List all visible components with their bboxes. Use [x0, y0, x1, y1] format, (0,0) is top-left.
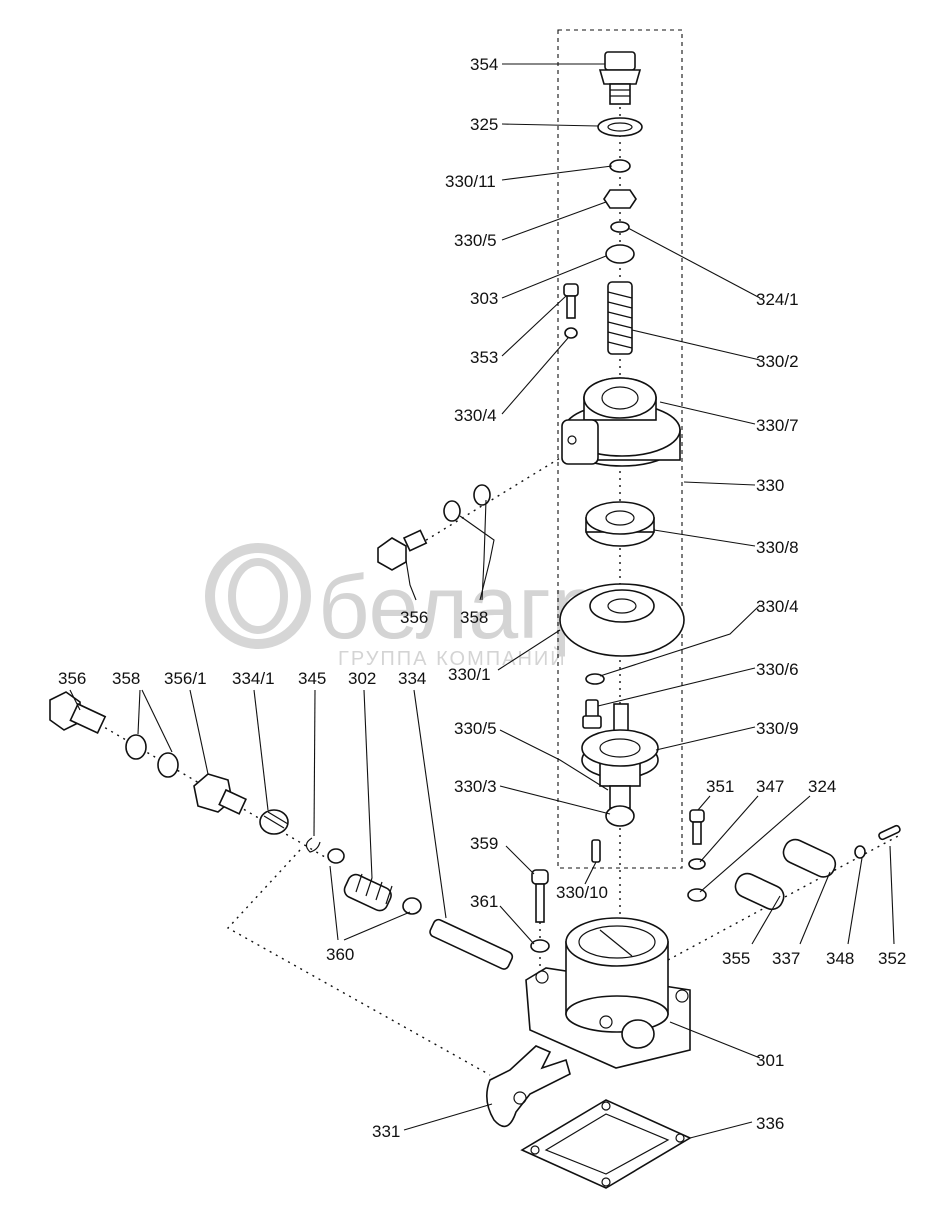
- label-303: 303: [470, 289, 498, 308]
- label-324: 324: [808, 777, 836, 796]
- part-352-screw: [878, 824, 901, 841]
- part-360-washer-a: [327, 848, 345, 864]
- label-336: 336: [756, 1114, 784, 1133]
- assembly-330-boundary: [557, 29, 683, 869]
- leader-lines: [69, 63, 895, 1139]
- part-331-lever: [486, 1045, 571, 1128]
- label-330-11: 330/11: [445, 172, 496, 191]
- watermark-logo-icon: [205, 543, 311, 649]
- label-361: 361: [470, 892, 498, 911]
- part-325-washer: [597, 117, 643, 137]
- label-354: 354: [470, 55, 498, 74]
- part-358-washer-left-b: [157, 752, 179, 778]
- part-361-washer: [530, 939, 550, 953]
- part-330-5-nut: [603, 189, 637, 209]
- part-324-washer: [687, 888, 707, 902]
- label-358-mid: 358: [460, 608, 488, 627]
- label-330-6: 330/6: [756, 660, 799, 679]
- part-354-plug: [598, 51, 642, 105]
- label-351: 351: [706, 777, 734, 796]
- part-353-screw: [563, 283, 579, 319]
- part-303-spacer: [605, 244, 635, 264]
- part-330-4-ring-right: [585, 673, 605, 685]
- label-330-5-low: 330/5: [454, 719, 497, 738]
- watermark-tagline: ГРУППА КОМПАНИЙ: [338, 646, 567, 670]
- label-324-1: 324/1: [756, 290, 799, 309]
- part-345-clip: [305, 837, 321, 853]
- part-330-7-cover: [561, 377, 681, 467]
- part-358-washer-left-a: [125, 734, 147, 760]
- label-347: 347: [756, 777, 784, 796]
- part-labels: 354 325 330/11 330/5 324/1 303 353 330/2…: [58, 55, 906, 1141]
- label-353: 353: [470, 348, 498, 367]
- label-330-10: 330/10: [556, 883, 608, 902]
- label-355: 355: [722, 949, 750, 968]
- part-336-gasket: [520, 1099, 692, 1189]
- part-330-1-diaphragm: [559, 583, 685, 657]
- label-356-left: 356: [58, 669, 86, 688]
- label-356-mid: 356: [400, 608, 428, 627]
- part-359-screw: [531, 869, 549, 923]
- part-330-8-flange: [585, 501, 655, 547]
- part-360-washer-b: [402, 897, 422, 915]
- part-330-9-valve: [581, 703, 659, 787]
- label-359: 359: [470, 834, 498, 853]
- watermark-logo-inner-icon: [228, 558, 288, 634]
- label-330-9: 330/9: [756, 719, 799, 738]
- label-348: 348: [826, 949, 854, 968]
- label-330-8: 330/8: [756, 538, 799, 557]
- part-337-shaft: [782, 838, 837, 878]
- part-330-11-ring: [609, 159, 631, 173]
- label-334: 334: [398, 669, 426, 688]
- part-334-rod: [429, 918, 514, 970]
- label-352: 352: [878, 949, 906, 968]
- label-356-1: 356/1: [164, 669, 207, 688]
- label-330-4-right: 330/4: [756, 597, 799, 616]
- part-355-shaft: [734, 872, 785, 911]
- label-334-1: 334/1: [232, 669, 275, 688]
- label-302: 302: [348, 669, 376, 688]
- part-356-bolt-left: [49, 691, 107, 735]
- label-330: 330: [756, 476, 784, 495]
- label-358-left: 358: [112, 669, 140, 688]
- label-330-2: 330/2: [756, 352, 799, 371]
- part-348-ring: [854, 845, 866, 859]
- label-330-3: 330/3: [454, 777, 497, 796]
- label-330-7: 330/7: [756, 416, 799, 435]
- part-330-6-screw: [582, 699, 602, 729]
- part-356-1-fitting: [193, 773, 248, 815]
- part-302-spring: [343, 873, 393, 912]
- part-330-4-ring: [564, 327, 578, 339]
- part-330-10-pin: [591, 839, 601, 863]
- axis-line-right-shaft: [667, 834, 901, 961]
- part-358-washer-mid-b: [473, 484, 491, 506]
- label-345: 345: [298, 669, 326, 688]
- part-324-1-washer: [610, 221, 630, 233]
- part-356-bolt-mid: [377, 529, 428, 571]
- part-347-washer: [688, 858, 706, 870]
- part-330-2-spring: [607, 281, 633, 355]
- label-330-1: 330/1: [448, 665, 491, 684]
- label-330-5-top: 330/5: [454, 231, 497, 250]
- label-330-4-left: 330/4: [454, 406, 497, 425]
- part-351-screw: [689, 809, 705, 845]
- label-331: 331: [372, 1122, 400, 1141]
- label-337: 337: [772, 949, 800, 968]
- label-325: 325: [470, 115, 498, 134]
- axis-line-lever: [226, 849, 491, 1076]
- part-334-1-spring: [259, 809, 289, 835]
- label-360: 360: [326, 945, 354, 964]
- part-301-housing: [525, 917, 691, 1069]
- part-358-washer-mid-a: [443, 500, 461, 522]
- part-330-3-piston: [605, 785, 635, 827]
- label-301: 301: [756, 1051, 784, 1070]
